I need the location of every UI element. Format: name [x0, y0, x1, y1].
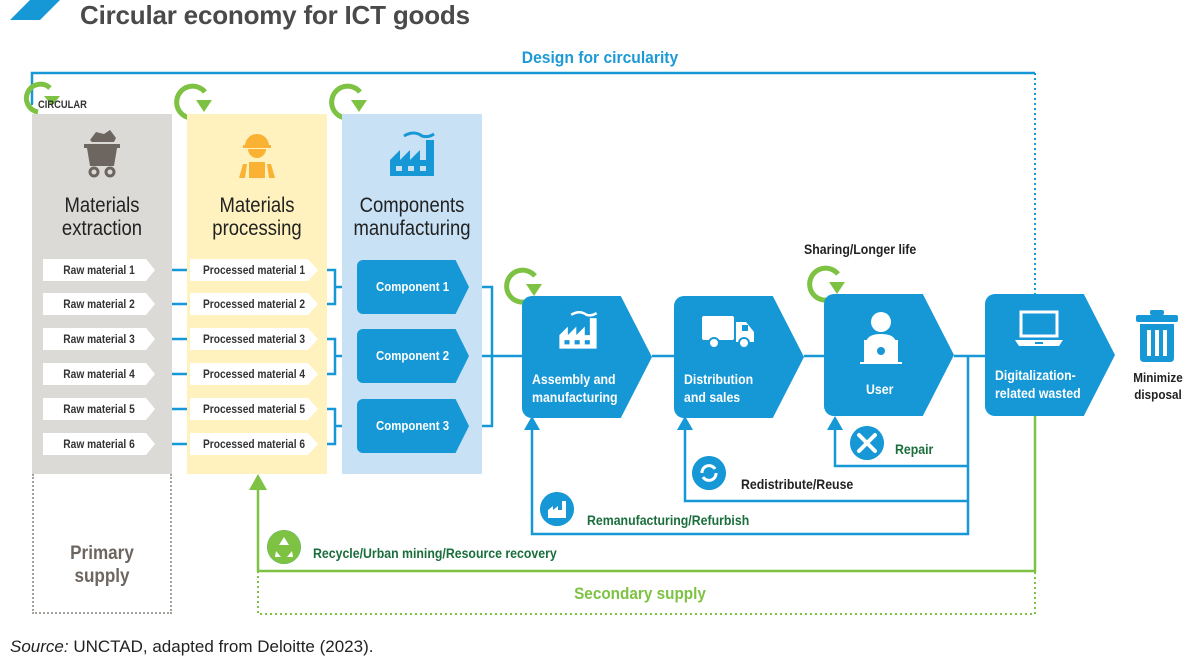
circular-arrowheads	[44, 96, 845, 296]
processed-material-item: Processed material 2	[190, 293, 318, 315]
secondary-supply-border	[257, 571, 1036, 615]
title-accent-icon	[10, 0, 60, 20]
factory-icon	[540, 492, 574, 526]
sharing-longer-life-label: Sharing/Longer life	[804, 241, 917, 257]
raw-material-item: Raw material 3	[43, 328, 155, 350]
component-item: Component 1	[357, 260, 469, 314]
component-item: Component 2	[357, 329, 469, 383]
factory-icon	[390, 131, 435, 176]
raw-material-item: Raw material 1	[43, 259, 155, 281]
laptop-icon	[1015, 310, 1063, 346]
processed-material-item: Processed material 5	[190, 398, 318, 420]
circular-tag: CIRCULAR	[38, 99, 87, 111]
design-for-circularity-label: Design for circularity	[521, 48, 679, 67]
component-item: Component 3	[357, 399, 469, 453]
refresh-icon	[692, 456, 726, 490]
processed-material-item: Processed material 4	[190, 363, 318, 385]
recycle-icon	[267, 530, 301, 564]
recycle-label: Recycle/Urban mining/Resource recovery	[313, 545, 557, 561]
processed-material-item: Processed material 1	[190, 259, 318, 281]
raw-material-item: Raw material 4	[43, 363, 155, 385]
secondary-supply-label: Secondary supply	[574, 584, 706, 603]
raw-material-item: Raw material 5	[43, 398, 155, 420]
processed-material-item: Processed material 3	[190, 328, 318, 350]
repair-label: Repair	[895, 441, 934, 457]
redistribute-reuse-label: Redistribute/Reuse	[741, 476, 854, 492]
worker-icon	[239, 134, 275, 178]
step-label: Digitalization-related wasted	[995, 367, 1081, 401]
factory-icon	[559, 310, 598, 349]
step-label: User	[865, 381, 894, 397]
circular-arrows	[23, 81, 840, 305]
primary-supply-box	[32, 474, 172, 614]
page-title: Circular economy for ICT goods	[80, 0, 470, 30]
raw-material-item: Raw material 6	[43, 433, 155, 455]
reverse-loop-arrows	[524, 416, 843, 430]
recycle-line	[256, 416, 1037, 573]
truck-icon	[702, 316, 754, 349]
user-laptop-icon	[860, 312, 902, 364]
reverse-loop-lines	[530, 356, 970, 536]
mine-cart-icon	[84, 130, 120, 178]
remanufacturing-refurbish-label: Remanufacturing/Refurbish	[587, 512, 750, 528]
step-digitalization-waste: Digitalization-related wasted	[985, 294, 1115, 416]
tools-icon	[850, 426, 884, 460]
source-note: Source: UNCTAD, adapted from Deloitte (2…	[10, 637, 374, 656]
recycle-arrow	[249, 474, 267, 490]
step-user: User	[824, 294, 954, 416]
raw-material-item: Raw material 2	[43, 293, 155, 315]
processed-material-item: Processed material 6	[190, 433, 318, 455]
trash-icon	[1136, 310, 1178, 362]
